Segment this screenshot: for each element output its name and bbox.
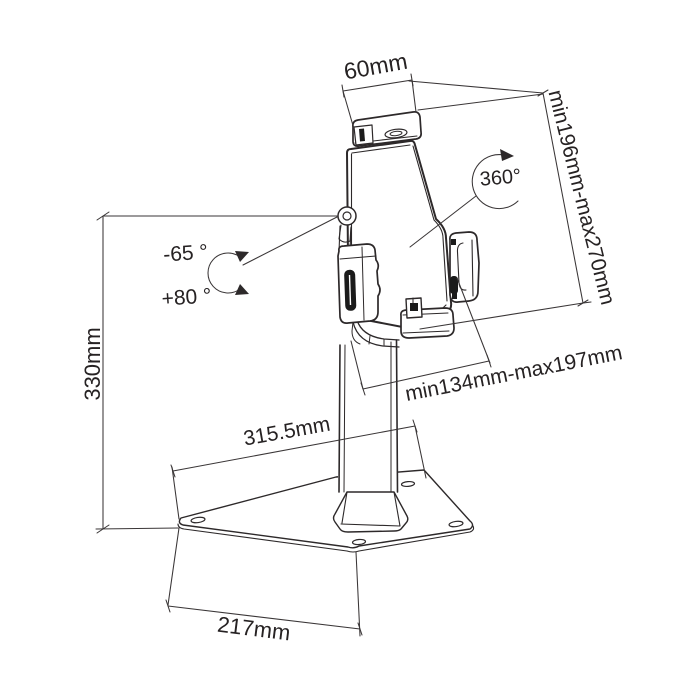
top-clamp-oval — [384, 128, 408, 139]
left-grip-arm — [337, 243, 381, 324]
foot-front-edge — [340, 523, 401, 527]
rotation-arc: 360° — [409, 149, 522, 248]
foot-bevel-left — [341, 491, 348, 524]
tablet-holder — [337, 111, 480, 348]
pole-seam-left — [343, 344, 346, 493]
top-clamp-oval-inner — [389, 130, 403, 137]
pole-body — [338, 345, 398, 492]
right-arm-slot — [450, 276, 458, 294]
rotation-arc-path — [471, 154, 519, 210]
rotation-leader-line — [409, 195, 477, 248]
pole — [338, 339, 399, 493]
dim-label-clamp-width: 60mm — [342, 48, 409, 85]
pole-bracket — [351, 319, 400, 348]
foot-bevel-right — [393, 491, 401, 527]
base-plate-outline — [178, 469, 474, 549]
dim-label-height-range: min196mm-max270mm — [543, 88, 619, 308]
base-plate — [177, 469, 475, 553]
left-arm-slot-slit — [348, 274, 352, 306]
pole-edge-left — [338, 344, 341, 493]
right-grip-arm — [449, 231, 480, 303]
pole-foot — [332, 491, 409, 533]
tilt-arc: -65 ° +80 ° — [161, 216, 338, 311]
tilt-arc-path — [207, 252, 241, 294]
pivot-knob — [337, 206, 357, 243]
dim-label-stand-height: 330mm — [80, 327, 105, 400]
screw-hole — [190, 516, 206, 524]
tilt-arrow-down-icon — [235, 284, 249, 295]
hook-tab — [405, 297, 423, 319]
dim-label-tilt-down: +80 ° — [161, 284, 212, 310]
top-clamp-tab-slot — [359, 128, 365, 142]
screw-hole — [400, 480, 416, 488]
screw-hole — [351, 538, 367, 546]
dim-label-rotation: 360° — [479, 165, 522, 191]
pole-edge-right — [395, 339, 399, 493]
holder-back-plate-inner — [350, 144, 448, 326]
top-clamp — [352, 111, 422, 147]
tilt-leader-line — [242, 216, 338, 266]
dim-label-base-width: 217mm — [216, 612, 292, 646]
pivot-knob-inner — [342, 211, 352, 221]
foot-outline — [332, 491, 409, 533]
left-arm-detail — [339, 246, 377, 321]
screw-hole — [448, 520, 464, 528]
pivot-lever — [338, 224, 352, 243]
right-arm-detail — [456, 239, 474, 297]
dimension-annotations: 60mm min196mm-max270mm 360° -65 ° +80 ° — [80, 48, 624, 646]
dimension-330mm: 330mm — [80, 211, 339, 534]
right-arm-latch-top — [451, 239, 456, 245]
tilt-arrow-up-icon — [235, 251, 249, 262]
dim-label-tilt-up: -65 ° — [163, 240, 209, 266]
bracket-curve-bottom — [352, 321, 400, 348]
dim-label-base-depth: 315.5mm — [242, 413, 332, 451]
base-plate-thickness-edge — [177, 523, 475, 553]
rotation-arrow-icon — [500, 149, 514, 161]
dim-label-width-range: min134mm-max197mm — [403, 341, 624, 406]
right-arm-latch-bottom — [452, 293, 457, 299]
bracket-details — [351, 321, 385, 347]
pivot-knob-outer — [337, 206, 357, 226]
hook-tab-slot — [410, 303, 418, 311]
